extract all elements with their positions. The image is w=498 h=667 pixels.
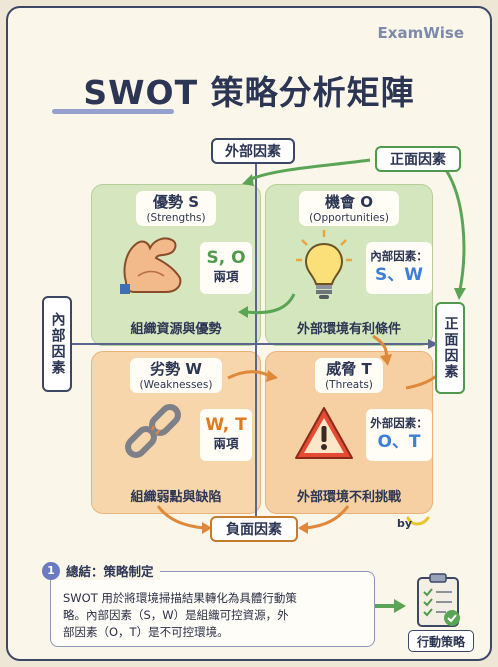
diagram-graphics [70, 158, 466, 627]
opportunities-tag-letters: S、W [375, 265, 423, 285]
threats-label: 威脅 T [326, 360, 372, 378]
orange-arrow-threat-to-negative [305, 505, 350, 530]
quadrant-strengths: 優勢 S (Strengths) S, O 兩項 組織資源與優勢 [91, 184, 261, 346]
orange-arrow-weakness-to-threat [227, 370, 271, 380]
summary-header: 1 總結：策略制定 [42, 561, 160, 580]
threats-footer: 外部環境不利挑戰 [296, 490, 401, 505]
threats-header: 威脅 T (Threats) [266, 358, 432, 393]
strengths-footer: 組織資源與優勢 [130, 322, 222, 337]
title-underline [52, 109, 174, 114]
strengths-label: 優勢 S [152, 193, 200, 211]
axis-top-right-positive: 正面因素 [375, 146, 461, 172]
opportunities-tag-caption: 內部因素： [370, 249, 428, 263]
quadrant-opportunities: 機會 O (Opportunities) 內部因素： S、W 外部環境有利條件 [265, 184, 433, 346]
weaknesses-tag: W, T 兩項 [200, 409, 252, 461]
strengths-sublabel: (Strengths) [146, 212, 206, 224]
clipboard-icon [417, 573, 460, 627]
muscle-icon [120, 237, 182, 294]
summary-box: SWOT 用於將環境掃描結果轉化為具體行動策 略。內部因素（S，W）是組織可控資… [50, 571, 375, 647]
opportunities-label: 機會 O [325, 193, 373, 211]
quadrant-threats: 威脅 T (Threats) 外部因素： O、T 外部環境不利挑戰 [265, 351, 433, 514]
broken-chain-icon [125, 404, 181, 458]
axis-left-text: 內部因素 [49, 312, 66, 376]
axis-bottom-negative: 負面因素 [210, 516, 298, 542]
quadrant-weaknesses: 劣勢 W (Weaknesses) W, T 兩項 組織弱點與缺陷 [91, 351, 261, 514]
threats-tag-letters: O、T [377, 432, 421, 452]
strengths-tag-count: 兩項 [213, 269, 239, 284]
banana-icon [406, 516, 430, 526]
strengths-tag-letters: S, O [206, 248, 246, 268]
brand-logo: ExamWise [377, 24, 464, 42]
summary-line-1: SWOT 用於將環境掃描結果轉化為具體行動策 [63, 591, 297, 605]
lightbulb-icon [296, 230, 352, 299]
weaknesses-tag-letters: W, T [205, 415, 247, 435]
green-arrow-to-strengths [247, 158, 371, 182]
summary-line-2: 略。內部因素（S，W）是組織可控資源，外 [63, 608, 289, 622]
threats-tag: 外部因素： O、T [366, 409, 432, 461]
axis-left-internal: 內部因素 [42, 296, 72, 392]
axis-top-external: 外部因素 [211, 138, 295, 164]
strengths-tag: S, O 兩項 [200, 242, 252, 294]
orange-arrow-weakness-to-negative [156, 505, 205, 530]
opportunities-header: 機會 O (Opportunities) [266, 191, 432, 226]
weaknesses-header: 劣勢 W (Weaknesses) [92, 358, 260, 393]
opportunities-tag: 內部因素： S、W [366, 242, 432, 294]
summary-title: 總結：策略制定 [66, 564, 154, 579]
axis-right-positive: 正面因素 [435, 302, 465, 394]
opportunities-sublabel: (Opportunities) [309, 212, 389, 224]
weaknesses-tag-count: 兩項 [213, 436, 239, 451]
summary-line-3: 部因素（O，T）是不可控環境。 [63, 625, 229, 639]
summary-number-badge: 1 [42, 561, 60, 580]
page-title: SWOT 策略分析矩陣 [83, 73, 415, 112]
weaknesses-footer: 組織弱點與缺陷 [130, 490, 222, 505]
threats-tag-caption: 外部因素： [370, 416, 428, 430]
warning-icon [295, 407, 353, 459]
opportunities-footer: 外部環境有利條件 [296, 322, 401, 337]
strengths-header: 優勢 S (Strengths) [92, 191, 260, 226]
threats-sublabel: (Threats) [325, 379, 373, 391]
green-arrow-opportunity-to-strength [245, 293, 296, 315]
weaknesses-sublabel: (Weaknesses) [139, 379, 213, 391]
weaknesses-label: 劣勢 W [150, 360, 202, 378]
by-label: by [397, 517, 413, 530]
axis-right-text: 正面因素 [442, 316, 459, 380]
green-arrow-to-right-positive [444, 169, 466, 291]
infographic-frame: ExamWise SWOT 策略分析矩陣 優勢 S (Strengths) S,… [6, 6, 492, 661]
action-strategy-label: 行動策略 [408, 630, 474, 652]
horizontal-axis-arrowhead [428, 339, 438, 349]
orange-arrow-opportunity-to-threat [372, 334, 388, 359]
